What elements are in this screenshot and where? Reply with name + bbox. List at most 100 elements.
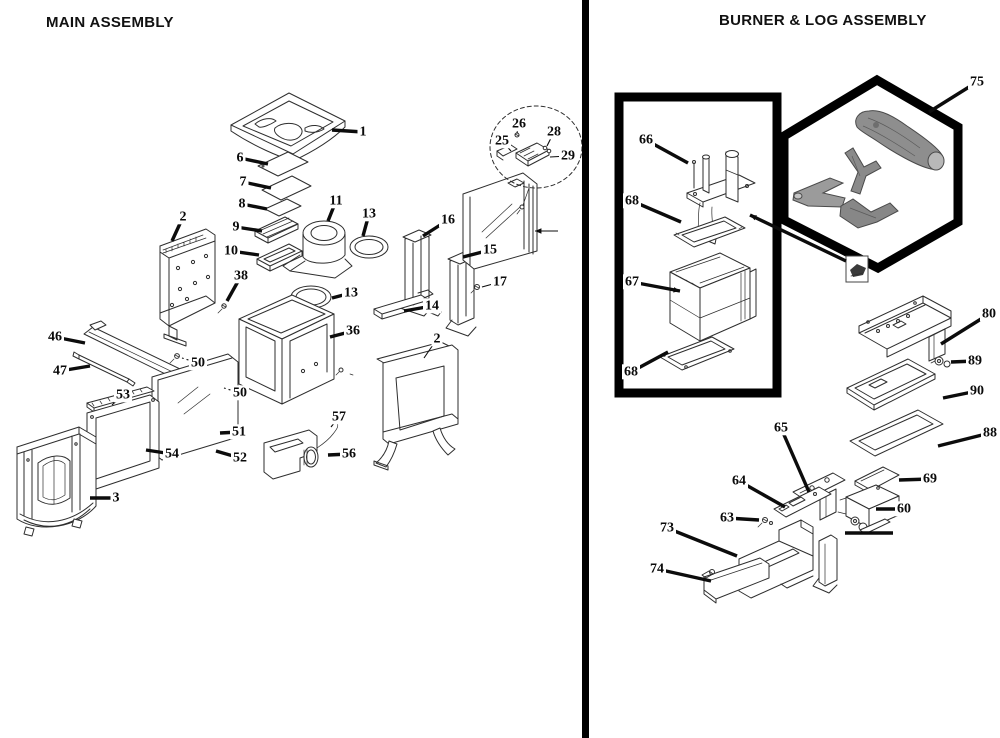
leader-line: [403, 304, 433, 313]
top-plate-1-drawing: [230, 92, 346, 162]
frame-10-drawing: [256, 243, 303, 272]
part-label-26: 26: [510, 116, 528, 132]
bracket-64-drawing: [773, 486, 832, 518]
leader-line: [223, 387, 241, 394]
baffle-plate-7-drawing: [261, 175, 312, 201]
leader-line: [215, 449, 241, 460]
part-label-3: 3: [110, 490, 122, 506]
leader-line: [235, 225, 263, 233]
gasket-68-top-drawing: [673, 216, 746, 248]
leader-line: [181, 357, 199, 364]
leader-line: [631, 199, 682, 224]
screw-38-drawing: [217, 303, 227, 314]
ember-detail-box-drawing: [845, 255, 869, 283]
pedestal-base-2-right-drawing: [373, 341, 459, 471]
part-label-16: 16: [439, 212, 457, 228]
part-label-56: 56: [340, 446, 358, 462]
burner-log-assembly-title: BURNER & LOG ASSEMBLY: [719, 12, 927, 29]
leader-line: [738, 479, 786, 509]
gasket-88-drawing: [849, 409, 944, 457]
blower-11-drawing: [282, 220, 353, 279]
plate-8-drawing: [264, 198, 302, 217]
burner-tray-56-drawing: [263, 429, 319, 480]
part-label-51: 51: [230, 424, 248, 440]
leader-line: [779, 427, 811, 493]
leader-line: [145, 448, 173, 456]
rail-14-drawing: [373, 289, 434, 320]
leader-line: [928, 80, 978, 114]
part-label-10: 10: [222, 243, 240, 259]
log-set-hexagon-75-drawing: [779, 74, 963, 274]
gasket-68-bottom-drawing: [659, 336, 735, 371]
leader-line: [54, 335, 86, 345]
part-label-15: 15: [481, 242, 499, 258]
leader-arrowhead: [673, 287, 680, 293]
pan-90-drawing: [846, 358, 936, 411]
leader-line: [331, 291, 352, 300]
fitting-89-drawing: [930, 356, 951, 368]
part-label-2: 2: [177, 209, 189, 225]
leader-line: [645, 138, 689, 165]
firebox-36-drawing: [238, 294, 335, 405]
leader-line: [549, 155, 569, 158]
part-label-80: 80: [980, 306, 998, 322]
leader-line: [656, 567, 712, 583]
part-label-53: 53: [114, 387, 132, 403]
rod-47-drawing: [72, 351, 136, 387]
leader-line: [219, 430, 240, 435]
leader-line: [225, 275, 243, 302]
frame-strip-53-drawing: [86, 386, 155, 413]
leader-line: [423, 338, 438, 359]
leader-line: [666, 526, 738, 558]
leader-line: [942, 389, 978, 400]
pilot-assembly-66-drawing: [686, 150, 756, 245]
leader-line: [361, 213, 371, 237]
burner-tray-80-drawing: [858, 295, 952, 362]
leader-arrowhead: [750, 215, 757, 221]
side-panel-2-left-drawing: [159, 228, 216, 347]
part-label-25: 25: [493, 133, 511, 149]
part-label-68: 68: [622, 364, 640, 380]
leader-line: [170, 216, 185, 242]
leader-line: [330, 416, 340, 428]
leader-line: [326, 200, 338, 222]
part-label-13: 13: [342, 285, 360, 301]
part-label-90: 90: [968, 383, 986, 399]
leader-line: [501, 140, 512, 152]
part-label-6: 6: [234, 150, 246, 166]
front-door-3-drawing: [16, 426, 97, 537]
panel-divider: [582, 0, 589, 738]
leader-line: [241, 202, 268, 211]
screw-firebox-side-drawing: [335, 367, 354, 376]
plate-69-drawing: [854, 466, 900, 495]
part-label-73: 73: [658, 520, 676, 536]
leader-line: [950, 359, 976, 364]
screw-17-drawing: [470, 284, 480, 294]
part-label-74: 74: [648, 561, 666, 577]
part-label-36: 36: [344, 323, 362, 339]
leader-line: [331, 128, 364, 134]
part-label-65: 65: [772, 420, 790, 436]
part-label-17: 17: [491, 274, 509, 290]
pilot-detail-circle-drawing: [489, 105, 583, 215]
leader-line: [327, 452, 350, 457]
side-bracket-right-drawing: [812, 534, 838, 594]
part-label-50: 50: [231, 385, 249, 401]
grate-9-drawing: [254, 216, 299, 244]
part-label-28: 28: [545, 124, 563, 140]
part-label-88: 88: [981, 425, 999, 441]
part-label-29: 29: [559, 148, 577, 164]
part-label-11: 11: [327, 193, 345, 209]
leader-line: [422, 218, 449, 238]
leader-line: [937, 431, 991, 448]
part-label-50: 50: [189, 355, 207, 371]
leader-arrowhead: [535, 228, 542, 234]
part-label-54: 54: [163, 446, 181, 462]
leader-line: [898, 477, 931, 482]
leader-line: [462, 248, 491, 259]
gas-valve-60-drawing: [837, 484, 906, 535]
part-label-66: 66: [637, 132, 655, 148]
glass-frame-54-drawing: [86, 394, 160, 490]
glass-panel-51-drawing: [151, 353, 239, 461]
screw-50a-drawing: [169, 353, 180, 364]
